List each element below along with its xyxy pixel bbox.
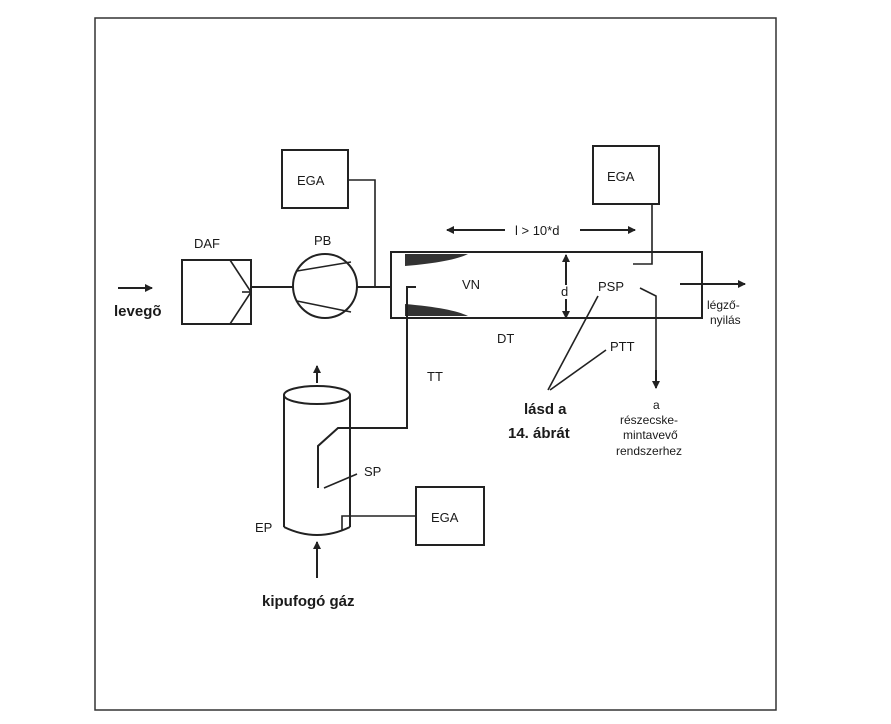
ega-label-upper-left: EGA bbox=[297, 173, 325, 188]
sp-label: SP bbox=[364, 464, 381, 479]
tt-label: TT bbox=[427, 369, 443, 384]
exhaust-gas-label: kipufogó gáz bbox=[262, 593, 355, 610]
ptt-label: PTT bbox=[610, 339, 635, 354]
length-condition-label: l > 10*d bbox=[515, 223, 559, 238]
see-figure-label-line2: 14. ábrát bbox=[508, 425, 570, 442]
vent-label-line2: nyilás bbox=[710, 313, 741, 327]
ega-upper-right-sample-line bbox=[633, 204, 653, 265]
dilution-air-filter bbox=[181, 259, 252, 325]
pump-blower bbox=[292, 253, 358, 319]
see-figure-label-line1: lásd a bbox=[524, 401, 567, 418]
particle-label-line3: mintavevő bbox=[623, 428, 678, 442]
daf-label: DAF bbox=[194, 236, 220, 251]
diagram-frame bbox=[94, 17, 777, 711]
vent-label-line1: légző- bbox=[707, 298, 740, 312]
particle-label-line1: a bbox=[653, 398, 660, 412]
pb-label: PB bbox=[314, 233, 331, 248]
transfer-tube bbox=[317, 286, 416, 488]
mixing-orifice-bottom bbox=[405, 304, 468, 316]
particle-label-line2: részecske- bbox=[620, 413, 678, 427]
diameter-label: d bbox=[561, 284, 568, 299]
mixing-orifice-top bbox=[405, 254, 468, 266]
sampling-probe-pointer bbox=[323, 473, 358, 489]
ega-box-upper-left bbox=[281, 149, 349, 209]
ega-upper-left-sample-line bbox=[348, 179, 376, 287]
particle-transfer-tube bbox=[639, 287, 657, 376]
exhaust-pipe bbox=[283, 385, 351, 536]
psp-label: PSP bbox=[598, 279, 624, 294]
pointer-line-ptt bbox=[549, 349, 607, 391]
ep-label: EP bbox=[255, 520, 272, 535]
air-inlet-label: levegõ bbox=[114, 303, 162, 320]
ega-lower-sample-line bbox=[341, 515, 416, 530]
ega-label-upper-right: EGA bbox=[607, 169, 635, 184]
ega-box-upper-right bbox=[592, 145, 660, 205]
pointer-line-psp bbox=[547, 295, 599, 391]
particle-label-line4: rendszerhez bbox=[616, 444, 682, 458]
dt-label: DT bbox=[497, 331, 514, 346]
ega-label-lower: EGA bbox=[431, 510, 459, 525]
vn-label: VN bbox=[462, 277, 480, 292]
